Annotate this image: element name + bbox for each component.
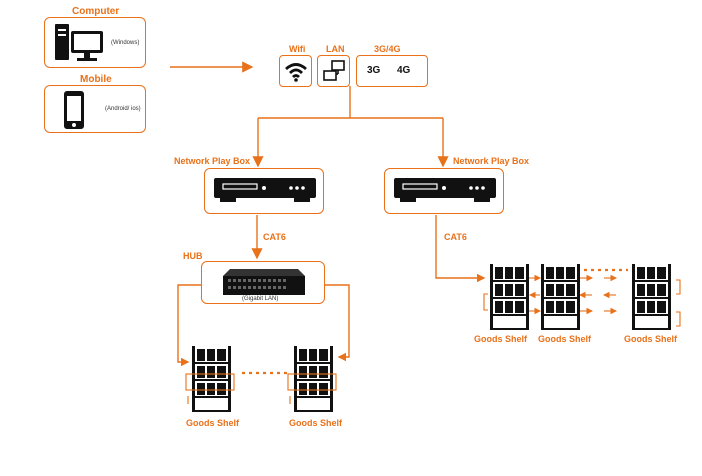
wifi-card bbox=[279, 55, 312, 87]
cable-right-label: CAT6 bbox=[444, 232, 467, 242]
mobile-card: (Android/ ios) bbox=[44, 85, 146, 133]
shelf-label: Goods Shelf bbox=[624, 334, 678, 344]
cable-left-label: CAT6 bbox=[263, 232, 286, 242]
play-box-left bbox=[204, 168, 324, 214]
lan-label: LAN bbox=[326, 44, 345, 54]
mobile-title: Mobile bbox=[80, 74, 112, 85]
set-top-box-icon bbox=[214, 178, 316, 202]
hub-title: HUB bbox=[183, 251, 203, 261]
mobile-os: (Android/ ios) bbox=[105, 106, 141, 112]
phone-icon bbox=[64, 91, 84, 129]
wifi-label: Wifi bbox=[289, 44, 306, 54]
hub-card: (Gigabit LAN) bbox=[201, 261, 325, 304]
computer-icon bbox=[55, 24, 103, 61]
set-top-box-icon bbox=[394, 178, 496, 202]
computer-card: (Windows) bbox=[44, 17, 146, 68]
shelf-label: Goods Shelf bbox=[474, 334, 528, 344]
play-box-right bbox=[384, 168, 504, 214]
play-box-right-title: Network Play Box bbox=[453, 156, 530, 166]
3g-icon: 3G bbox=[367, 65, 381, 76]
hub-caption: (Gigabit LAN) bbox=[242, 296, 279, 302]
computer-title: Computer bbox=[72, 6, 120, 17]
4g-icon: 4G bbox=[397, 65, 411, 76]
shelf-label: Goods Shelf bbox=[186, 418, 240, 428]
lan-card bbox=[317, 55, 350, 87]
lan-icon bbox=[323, 60, 345, 81]
computer-os: (Windows) bbox=[111, 40, 140, 46]
cellular-card: 3G 4G bbox=[356, 55, 428, 87]
network-switch-icon bbox=[223, 269, 305, 295]
cellular-label: 3G/4G bbox=[374, 44, 401, 54]
shelf-label: Goods Shelf bbox=[289, 418, 343, 428]
shelf-label: Goods Shelf bbox=[538, 334, 592, 344]
play-box-left-title: Network Play Box bbox=[174, 156, 251, 166]
wifi-icon bbox=[285, 63, 307, 82]
